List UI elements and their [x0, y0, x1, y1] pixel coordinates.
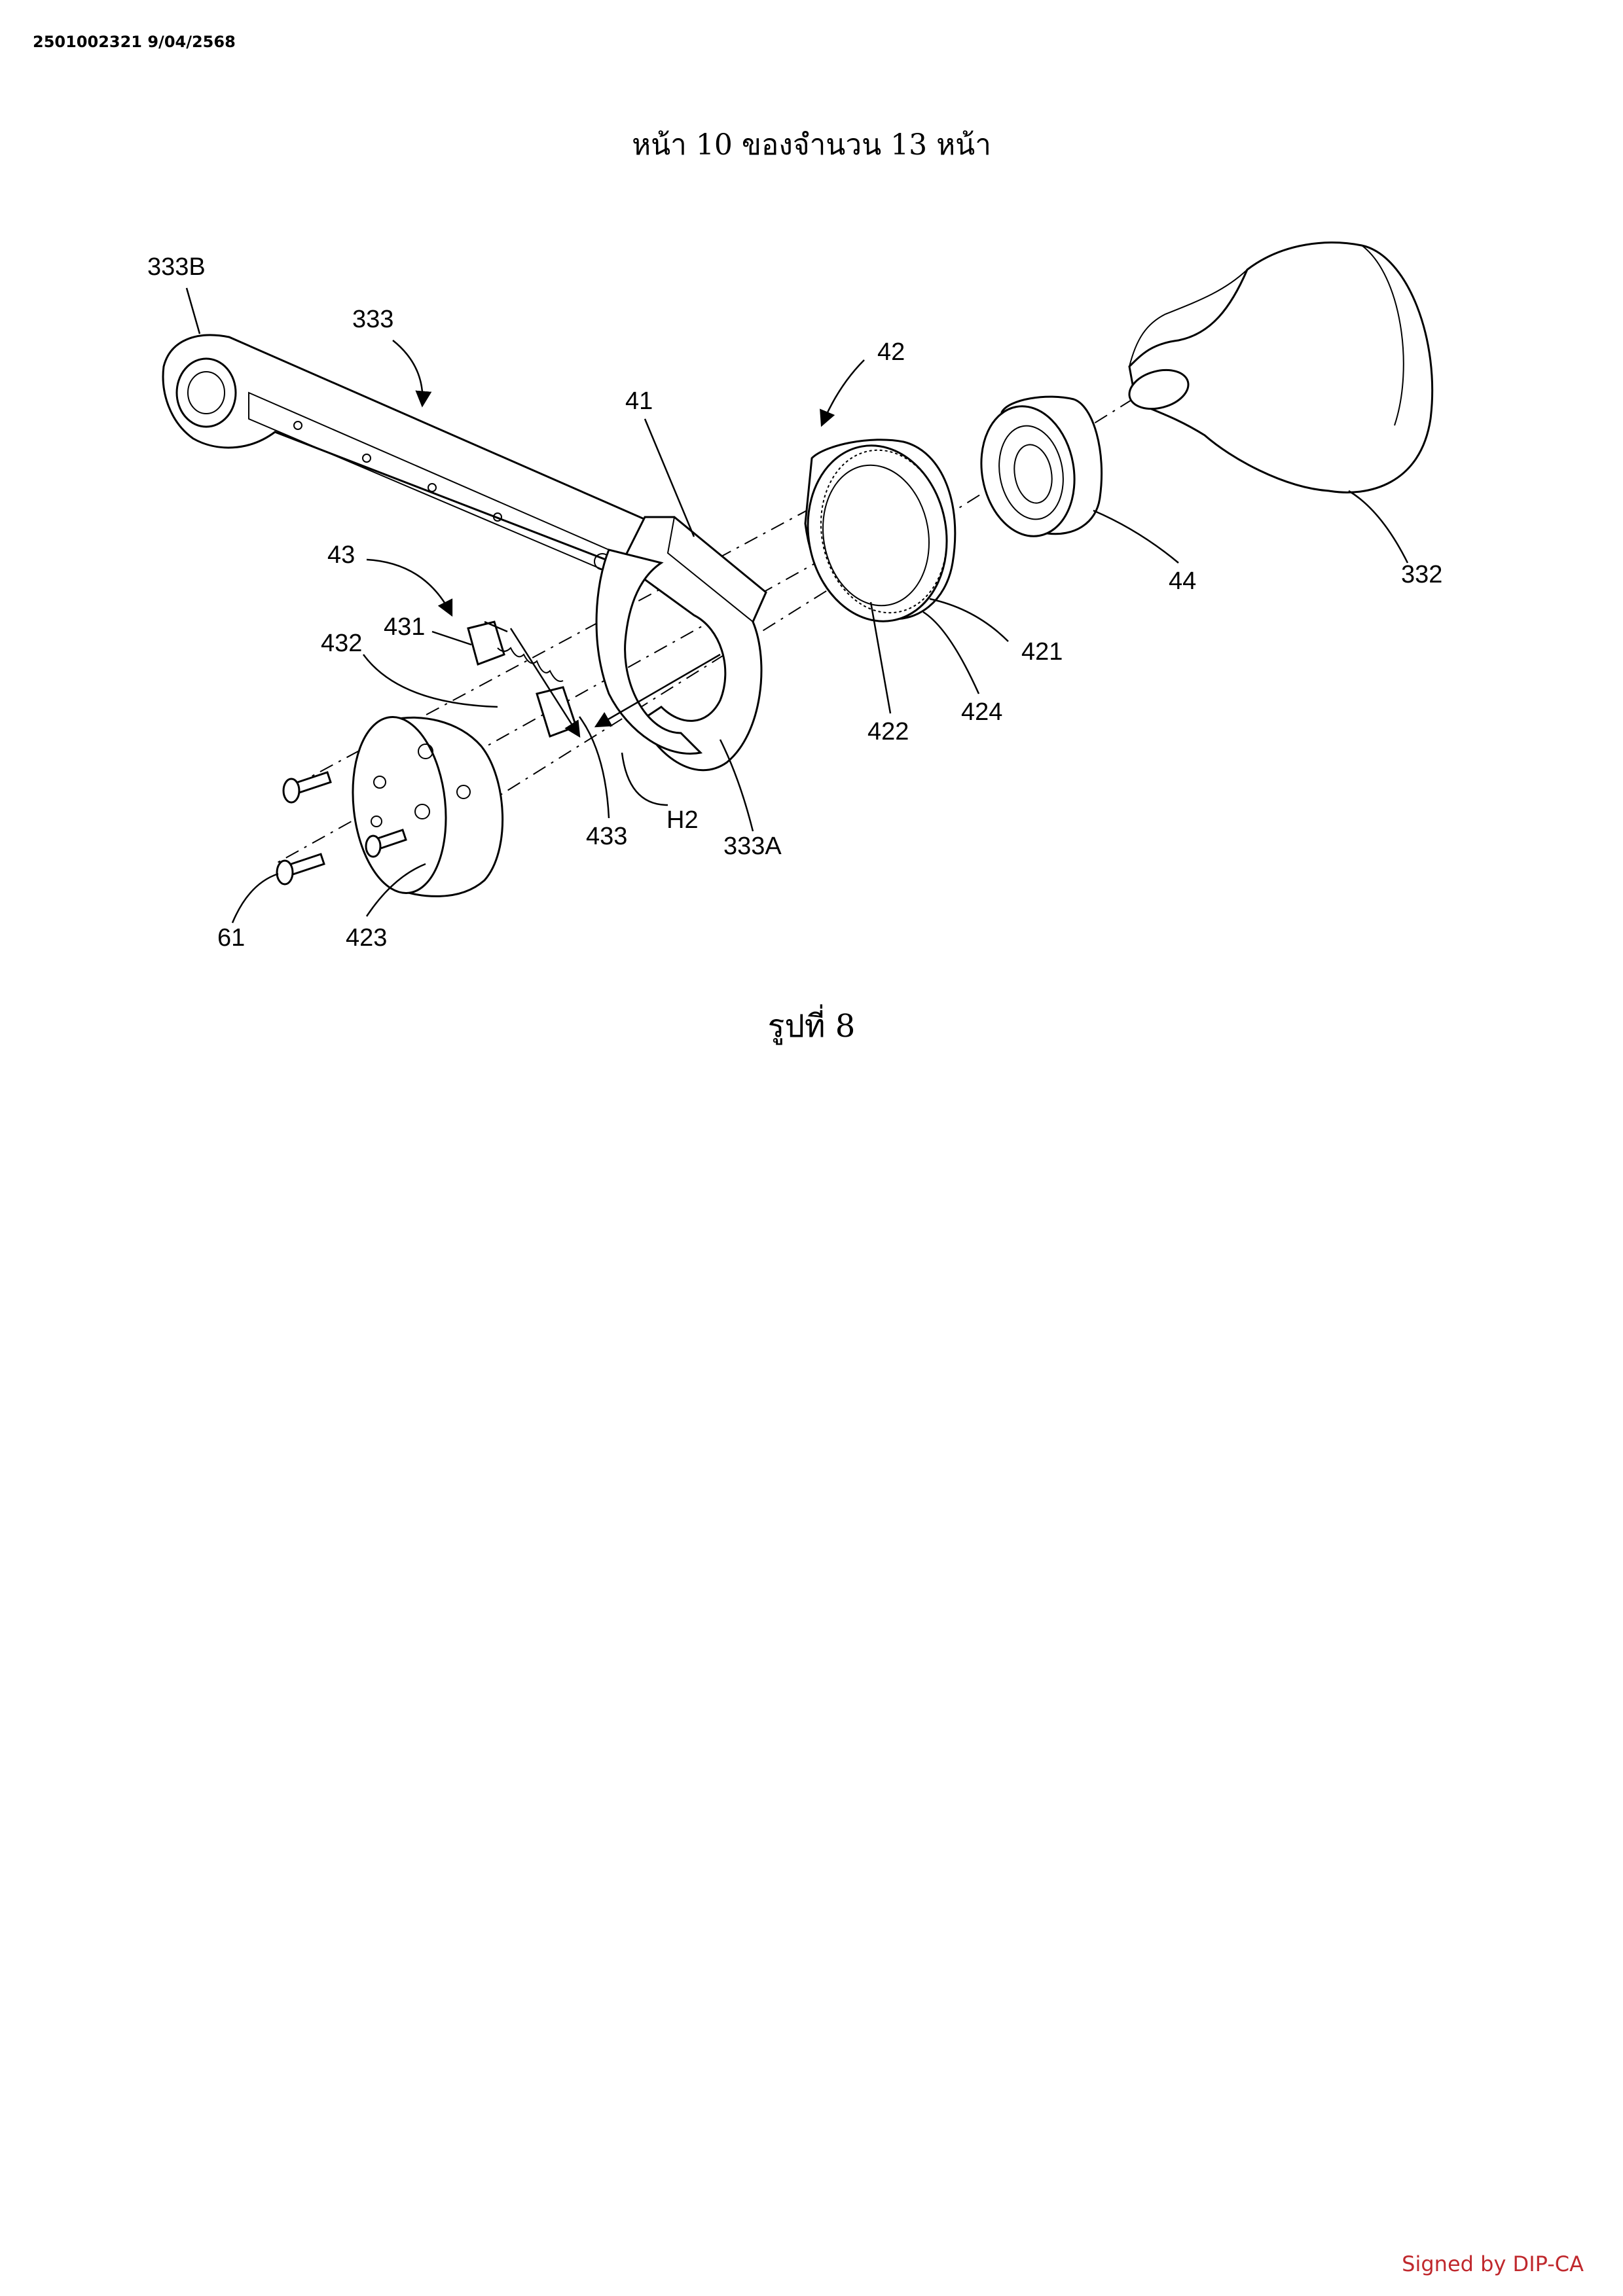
digital-signature: Signed by DIP-CA	[1402, 2251, 1584, 2276]
callout-433: 433	[586, 823, 627, 850]
leader-H2	[621, 752, 668, 806]
callout-421: 421	[1021, 638, 1063, 666]
callout-332: 332	[1401, 561, 1442, 588]
part-333-arm	[162, 334, 676, 577]
leader-333	[392, 340, 432, 408]
callout-432: 432	[321, 630, 362, 657]
leader-422	[869, 601, 892, 714]
leader-433	[578, 716, 610, 819]
callout-423: 423	[346, 924, 387, 952]
callout-42: 42	[877, 338, 905, 366]
callout-333A: 333A	[723, 833, 782, 860]
callout-44: 44	[1169, 567, 1196, 595]
leader-431	[431, 630, 472, 646]
callout-424: 424	[961, 698, 1002, 726]
figure-caption: รูปที่ 8	[767, 1008, 856, 1045]
part-332-housing	[1128, 242, 1434, 493]
callout-333: 333	[352, 306, 393, 333]
leader-44	[1093, 509, 1179, 564]
leader-61	[231, 872, 279, 924]
leader-333B	[185, 287, 201, 334]
leader-423	[365, 863, 426, 917]
document-id-header: 2501002321 9/04/2568	[33, 33, 236, 51]
callout-43: 43	[327, 541, 355, 569]
leader-332	[1348, 490, 1409, 564]
callout-431: 431	[384, 613, 425, 641]
exploded-assembly-drawing: 333B 333 41 42 44 332 43 431 432 421 424…	[147, 242, 1442, 952]
page-counter: หน้า 10 ของจำนวน 13 หน้า	[632, 128, 991, 162]
callout-61: 61	[217, 924, 245, 952]
part-61-screws	[276, 771, 407, 886]
callout-422: 422	[867, 718, 909, 745]
leader-333A	[719, 739, 754, 832]
leader-424	[922, 611, 980, 694]
leader-421	[929, 598, 1009, 642]
leader-432	[362, 654, 498, 708]
leader-43	[366, 558, 453, 617]
part-333A-clamp	[595, 516, 767, 772]
callout-333B: 333B	[147, 253, 206, 281]
part-423-end-plate	[352, 716, 503, 897]
part-42-gear-ring	[804, 439, 957, 622]
leader-41	[644, 418, 695, 537]
leader-42	[820, 359, 865, 427]
part-44-bearing	[980, 395, 1103, 537]
callout-H2: H2	[666, 806, 699, 834]
part-43-adjuster	[467, 620, 721, 738]
callout-41: 41	[625, 387, 653, 415]
